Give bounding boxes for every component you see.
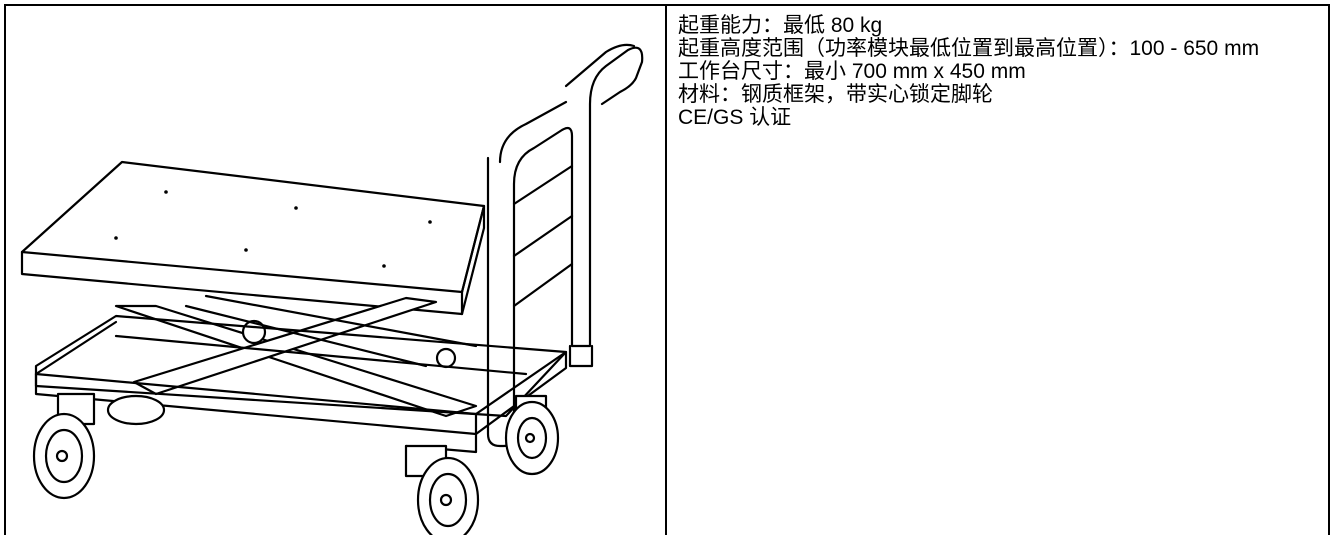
handle-brace-2	[512, 214, 574, 258]
rear-left-wheel	[106, 394, 166, 426]
platform-front-edge	[20, 250, 464, 316]
spec-table: 起重能力：最低 80 kg 起重高度范围（功率模块最低位置到最高位置）：100 …	[4, 4, 1330, 535]
scissor-arm-front-2	[132, 296, 438, 396]
scissor-arm-front-1	[114, 304, 478, 418]
handle-brace-3	[512, 262, 574, 308]
base-left-rail	[34, 320, 118, 376]
product-illustration-cell	[6, 6, 667, 535]
rear-right-wheel	[504, 394, 560, 476]
scissor-lift-cart-illustration	[20, 43, 644, 535]
platform-right-edge	[460, 204, 486, 316]
front-left-wheel	[32, 392, 96, 500]
front-right-wheel	[404, 444, 480, 535]
handle-foot	[568, 344, 594, 368]
spec-platform-size: 工作台尺寸：最小 700 mm x 450 mm	[678, 60, 1026, 83]
spec-lifting-height-range: 起重高度范围（功率模块最低位置到最高位置）：100 - 650 mm	[678, 37, 1260, 60]
platform-top	[20, 160, 486, 294]
roller	[435, 347, 457, 369]
spec-lifting-capacity: 起重能力：最低 80 kg	[678, 14, 883, 37]
handle-grip	[564, 43, 636, 88]
spec-certification: CE/GS 认证	[678, 106, 792, 129]
handle-front-curve	[498, 100, 568, 164]
handle-brace-1	[512, 164, 574, 206]
base-inner-rail	[114, 334, 528, 376]
scissor-arm-rear	[184, 294, 478, 368]
handle-rear-bar	[486, 46, 644, 448]
spec-material: 材料：钢质框架，带实心锁定脚轮	[678, 83, 993, 106]
specifications-cell: 起重能力：最低 80 kg 起重高度范围（功率模块最低位置到最高位置）：100 …	[667, 6, 1328, 535]
